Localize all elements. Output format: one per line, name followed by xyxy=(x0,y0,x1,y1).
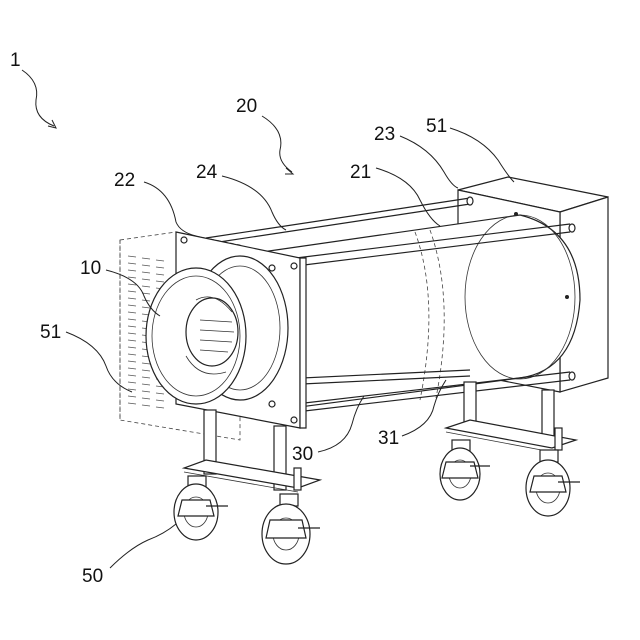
label-duct-body: 21 xyxy=(350,162,371,183)
grille-slot xyxy=(156,260,164,261)
grille-slot xyxy=(128,263,136,264)
caster-rear-right xyxy=(526,450,580,516)
grille-slot xyxy=(142,307,150,308)
grille-slot xyxy=(128,347,136,348)
label-apparatus: 1 xyxy=(10,50,21,71)
grille-slot xyxy=(128,305,136,306)
grille-slot xyxy=(128,256,136,257)
grille-slot xyxy=(156,400,164,401)
grille-slot xyxy=(142,370,150,371)
grille-slot xyxy=(156,274,164,275)
grille-slot xyxy=(128,396,136,397)
grille-slot xyxy=(128,368,136,369)
label-filter-rear: 51 xyxy=(426,116,447,137)
label-casters: 50 xyxy=(82,566,103,587)
grille-slot xyxy=(128,326,136,327)
grille-slot xyxy=(156,267,164,268)
caster-front-left xyxy=(174,476,228,540)
grille-slot xyxy=(142,398,150,399)
caster-rear-left xyxy=(440,440,490,500)
grille-slot xyxy=(156,281,164,282)
grille-slot xyxy=(142,272,150,273)
grille-slot xyxy=(128,375,136,376)
label-duct-unit: 20 xyxy=(236,96,257,117)
grille-slot xyxy=(156,407,164,408)
grille-slot xyxy=(142,363,150,364)
grille-slot xyxy=(128,291,136,292)
grille-slot xyxy=(128,277,136,278)
grille-slot xyxy=(128,382,136,383)
grille-slot xyxy=(128,340,136,341)
grille-slot xyxy=(128,270,136,271)
grille-slot xyxy=(128,403,136,404)
label-lower-rod-a: 30 xyxy=(292,444,313,465)
grille-slot xyxy=(142,391,150,392)
fan xyxy=(146,268,246,404)
grille-slot xyxy=(128,361,136,362)
label-front-flange: 22 xyxy=(114,170,135,191)
grille-slot xyxy=(128,284,136,285)
caster-front-right xyxy=(262,494,320,564)
grille-slot xyxy=(128,319,136,320)
label-rear-flange: 23 xyxy=(374,124,395,145)
grille-slot xyxy=(128,354,136,355)
grille-slot xyxy=(142,377,150,378)
grille-slot xyxy=(128,389,136,390)
grille-slot xyxy=(142,405,150,406)
grille-slot xyxy=(128,298,136,299)
label-frame-rods: 24 xyxy=(196,162,218,183)
grille-slot xyxy=(142,258,150,259)
grille-slot xyxy=(142,265,150,266)
grille-slot xyxy=(156,393,164,394)
grille-slot xyxy=(142,384,150,385)
label-filter-front: 51 xyxy=(40,322,61,343)
label-fan: 10 xyxy=(80,258,101,279)
grille-slot xyxy=(142,279,150,280)
grille-slot xyxy=(128,312,136,313)
label-lower-rod-b: 31 xyxy=(378,428,399,449)
grille-slot xyxy=(128,333,136,334)
grille-slot xyxy=(142,286,150,287)
